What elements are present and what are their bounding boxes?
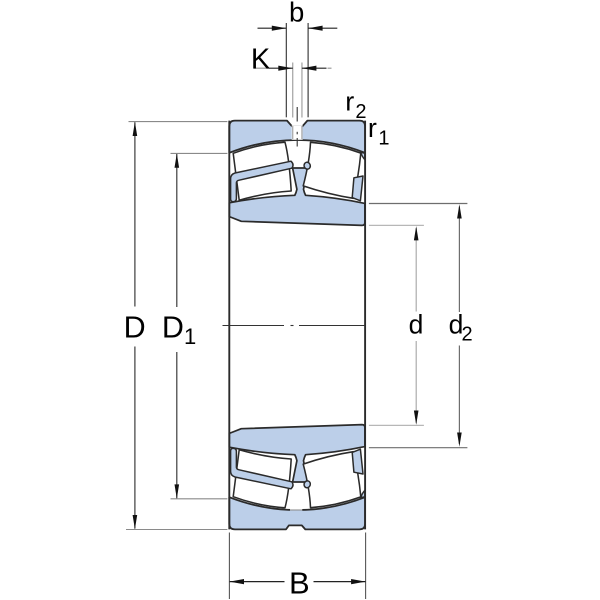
svg-text:1: 1	[378, 127, 389, 149]
svg-text:1: 1	[184, 324, 196, 349]
svg-text:2: 2	[462, 324, 473, 346]
svg-text:2: 2	[355, 101, 366, 123]
svg-text:r: r	[368, 113, 377, 143]
svg-text:r: r	[345, 87, 354, 117]
svg-text:d: d	[449, 310, 464, 340]
svg-text:B: B	[289, 566, 310, 600]
svg-text:K: K	[251, 43, 271, 75]
svg-text:D: D	[124, 311, 146, 345]
svg-text:d: d	[409, 310, 424, 340]
svg-text:D: D	[162, 311, 184, 345]
svg-text:b: b	[289, 0, 304, 28]
